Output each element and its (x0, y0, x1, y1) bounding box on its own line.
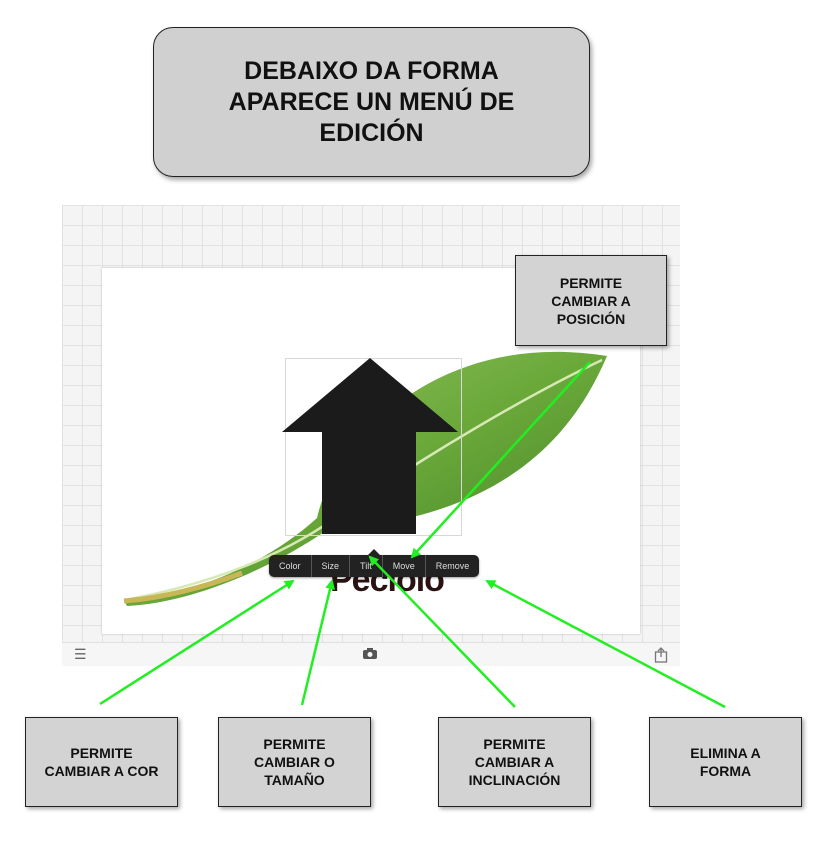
menu-move-button[interactable]: Move (383, 555, 426, 577)
menu-remove-button[interactable]: Remove (435, 561, 470, 571)
callout-tilt: PERMITE CAMBIAR A INCLINACIÓN (438, 717, 591, 807)
menu-color-button[interactable]: Color (269, 555, 312, 577)
callout-size-text: PERMITE CAMBIAR O TAMAÑO (254, 736, 335, 788)
callout-remove: ELIMINA A FORMA (649, 717, 802, 807)
callout-color-text: PERMITE CAMBIAR A COR (44, 745, 159, 779)
menu-tilt-button[interactable]: Tilt (350, 555, 383, 577)
title-text: DEBAIXO DA FORMA APARECE UN MENÚ DE EDIC… (228, 56, 515, 147)
callout-tilt-text: PERMITE CAMBIAR A INCLINACIÓN (468, 736, 561, 788)
up-arrow-shape[interactable] (282, 356, 462, 538)
shape-selection-box[interactable] (285, 358, 462, 536)
menu-caret (368, 549, 380, 555)
callout-position: PERMITE CAMBIAR A POSICIÓN (515, 255, 667, 346)
editor-canvas[interactable]: Peciolo Color Size Tilt Move Remove ☰ (62, 205, 680, 666)
title-banner: DEBAIXO DA FORMA APARECE UN MENÚ DE EDIC… (153, 27, 590, 177)
menu-icon[interactable]: ☰ (74, 646, 87, 662)
callout-remove-text: ELIMINA A FORMA (690, 745, 761, 779)
callout-position-text: PERMITE CAMBIAR A POSICIÓN (551, 274, 631, 327)
share-icon[interactable] (654, 647, 668, 665)
callout-color: PERMITE CAMBIAR A COR (25, 717, 178, 807)
camera-icon[interactable] (362, 647, 378, 662)
callout-size: PERMITE CAMBIAR O TAMAÑO (218, 717, 371, 807)
menu-size-button[interactable]: Size (312, 555, 351, 577)
